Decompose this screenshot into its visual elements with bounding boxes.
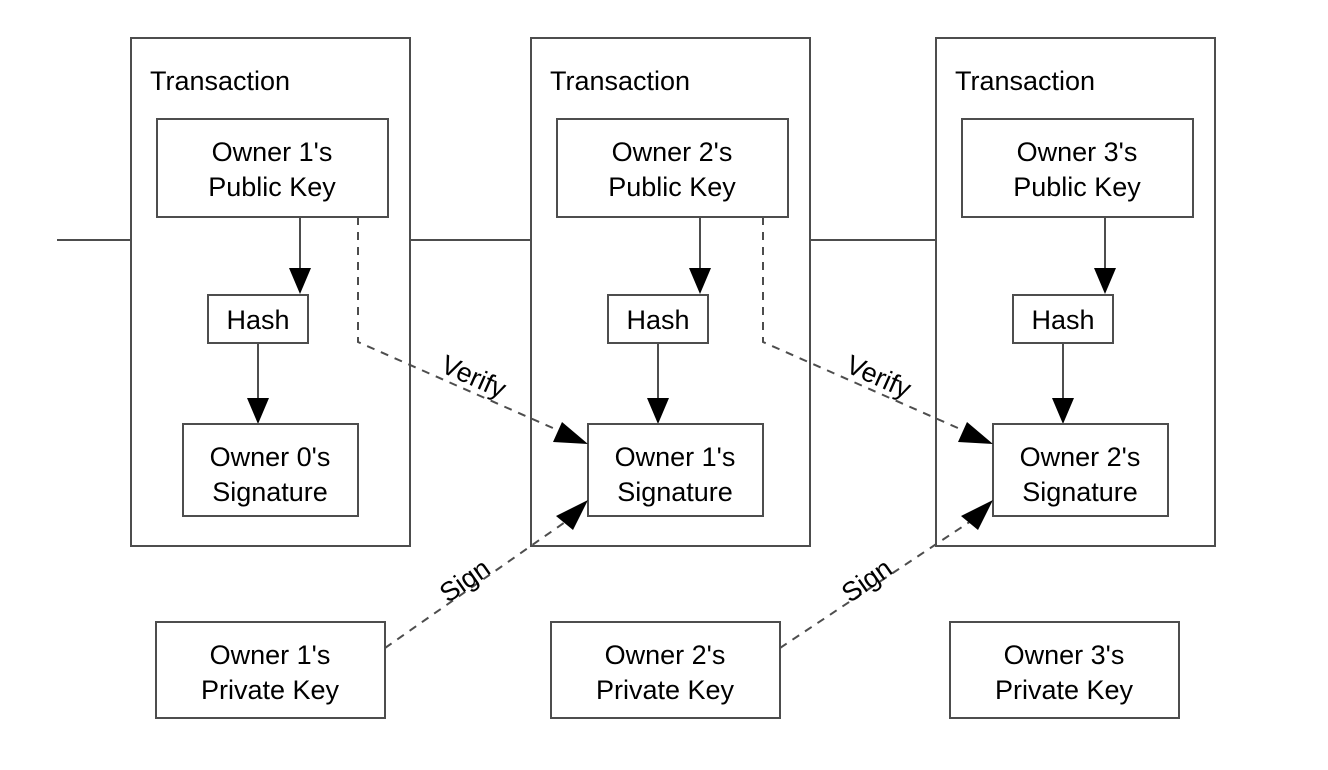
transaction-3-public-key-line1: Owner 3's <box>1017 137 1138 167</box>
transaction-3-public-key-line2: Public Key <box>1013 172 1141 202</box>
sign-2-dashed-path <box>779 512 984 649</box>
private-key-1-line2: Private Key <box>201 675 340 705</box>
sign-1-label: Sign <box>434 553 495 609</box>
arrowhead-sign-2 <box>961 500 993 530</box>
transaction-2-title: Transaction <box>550 66 690 96</box>
transaction-1-public-key-line2: Public Key <box>208 172 336 202</box>
private-key-1-box <box>155 621 386 719</box>
transaction-1-signature-line2: Signature <box>212 477 328 507</box>
transaction-3-signature-line2: Signature <box>1022 477 1138 507</box>
transaction-1-signature-line1: Owner 0's <box>210 442 331 472</box>
transaction-2-signature-line1: Owner 1's <box>615 442 736 472</box>
transaction-2-public-key-line1: Owner 2's <box>612 137 733 167</box>
transaction-1-public-key-line1: Owner 1's <box>212 137 333 167</box>
arrowhead-hash-into-signature-2 <box>647 398 669 424</box>
transaction-3-title: Transaction <box>955 66 1095 96</box>
sign-1-dashed-path <box>384 512 579 649</box>
transaction-3-public-key-box <box>961 118 1194 218</box>
arrowhead-verify-1 <box>553 422 588 444</box>
verify-2-dashed-path <box>762 217 986 441</box>
transaction-3-signature-box <box>992 423 1169 517</box>
transaction-1-title: Transaction <box>150 66 290 96</box>
arrowhead-hash-into-signature-1 <box>247 398 269 424</box>
private-key-2-line1: Owner 2's <box>605 640 726 670</box>
transaction-1-public-key-box <box>156 118 389 218</box>
transaction-1-hash-label: Hash <box>226 305 289 335</box>
sign-2-label: Sign <box>836 553 897 609</box>
transaction-2-signature-line2: Signature <box>617 477 733 507</box>
transaction-3-group: Transaction Owner 3's Public Key Hash Ow… <box>935 37 1216 547</box>
arrowhead-pubkey-into-hash-2 <box>689 268 711 294</box>
private-key-1-line1: Owner 1's <box>210 640 331 670</box>
transaction-2-hash-label: Hash <box>626 305 689 335</box>
transaction-2-group: Transaction Owner 2's Public Key Hash Ow… <box>530 37 811 547</box>
verify-2-label: Verify <box>842 349 916 404</box>
arrowhead-pubkey-into-hash-3 <box>1094 268 1116 294</box>
transaction-2-public-key-box <box>556 118 789 218</box>
arrowhead-pubkey-into-hash-1 <box>289 268 311 294</box>
private-key-3-line1: Owner 3's <box>1004 640 1125 670</box>
verify-1-dashed-path <box>357 217 581 441</box>
private-keys-group: Owner 1's Private Key Owner 2's Private … <box>155 621 1180 719</box>
private-key-3-box <box>949 621 1180 719</box>
verify-1-label: Verify <box>437 349 511 404</box>
transaction-3-hash-label: Hash <box>1031 305 1094 335</box>
arrowhead-verify-2 <box>958 422 993 444</box>
transaction-2-signature-box <box>587 423 764 517</box>
transaction-2-public-key-line2: Public Key <box>608 172 736 202</box>
transaction-1-signature-box <box>182 423 359 517</box>
arrowhead-hash-into-signature-3 <box>1052 398 1074 424</box>
private-key-2-line2: Private Key <box>596 675 735 705</box>
transaction-1-group: Transaction Owner 1's Public Key Hash Ow… <box>130 37 411 547</box>
private-key-3-line2: Private Key <box>995 675 1134 705</box>
transaction-3-signature-line1: Owner 2's <box>1020 442 1141 472</box>
private-key-2-box <box>550 621 781 719</box>
arrowhead-sign-1 <box>556 500 588 530</box>
